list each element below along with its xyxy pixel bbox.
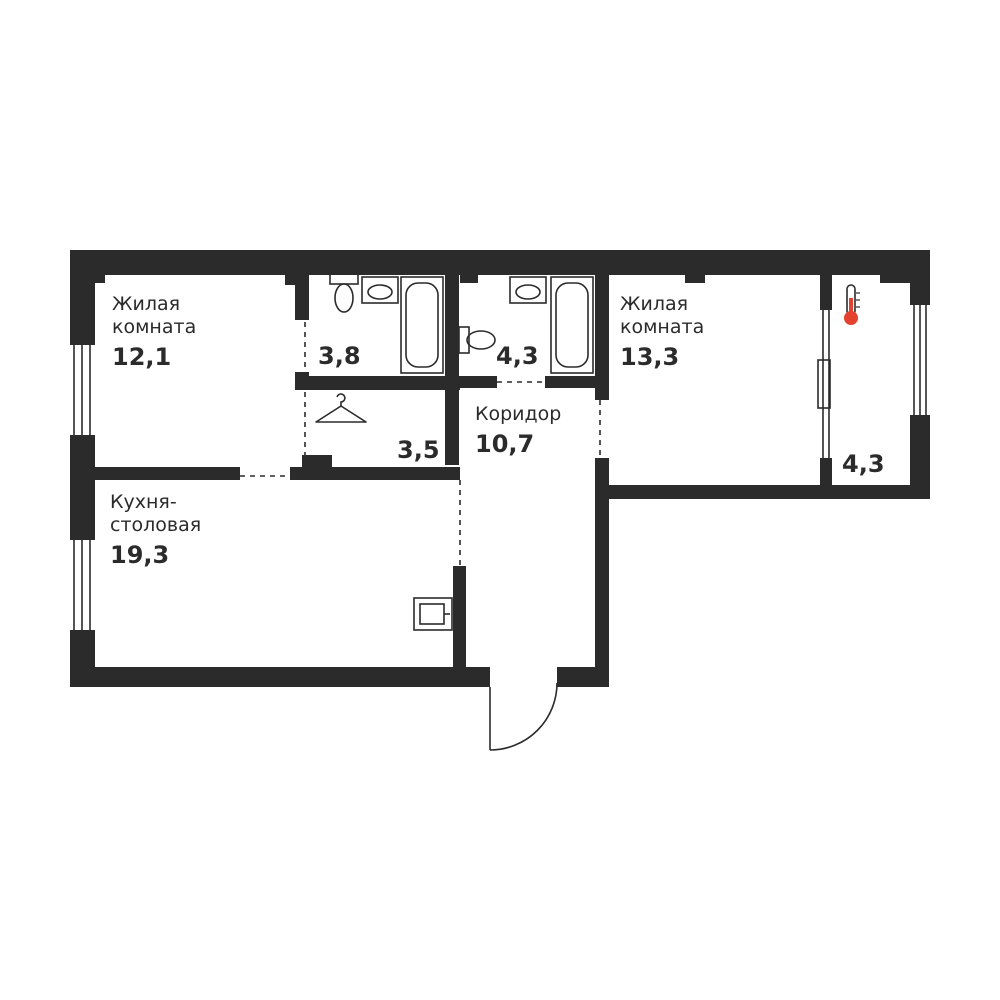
room-name: Кухня- xyxy=(110,491,177,513)
bathtub-icon xyxy=(400,276,444,374)
windows xyxy=(70,305,930,630)
room-name: столовая xyxy=(110,514,201,536)
room-living2: Жилая комната 13,3 xyxy=(620,293,704,371)
room-area: 13,3 xyxy=(620,343,679,371)
door-openings xyxy=(240,322,601,566)
sink-icon xyxy=(361,276,399,304)
room-area: 3,8 xyxy=(318,342,361,370)
room-balcony: 4,3 xyxy=(842,450,885,478)
room-name: комната xyxy=(620,316,704,338)
toilet-icon xyxy=(458,326,496,354)
room-living1: Жилая комната 12,1 xyxy=(112,293,196,371)
thermometer-icon xyxy=(844,284,860,325)
room-name: Жилая xyxy=(112,293,180,315)
bathtub-icon xyxy=(550,276,594,374)
sink-icon xyxy=(509,276,547,304)
toilet-icon xyxy=(329,273,359,313)
room-area: 10,7 xyxy=(475,430,534,458)
room-area: 4,3 xyxy=(842,450,885,478)
entrance-door xyxy=(489,682,558,751)
room-area: 3,5 xyxy=(397,436,440,464)
room-name: комната xyxy=(112,316,196,338)
room-area: 19,3 xyxy=(110,541,169,569)
room-bath2: 4,3 xyxy=(496,342,539,370)
room-name: Жилая xyxy=(620,293,688,315)
room-closet: 3,5 xyxy=(397,436,440,464)
room-corridor: Коридор 10,7 xyxy=(475,403,561,458)
room-area: 12,1 xyxy=(112,343,171,371)
sink-icon xyxy=(413,597,453,631)
walls xyxy=(70,250,930,687)
room-bath1: 3,8 xyxy=(318,342,361,370)
hanger-icon xyxy=(315,393,367,423)
room-name: Коридор xyxy=(475,403,561,425)
room-kitchen: Кухня- столовая 19,3 xyxy=(110,491,201,569)
room-area: 4,3 xyxy=(496,342,539,370)
